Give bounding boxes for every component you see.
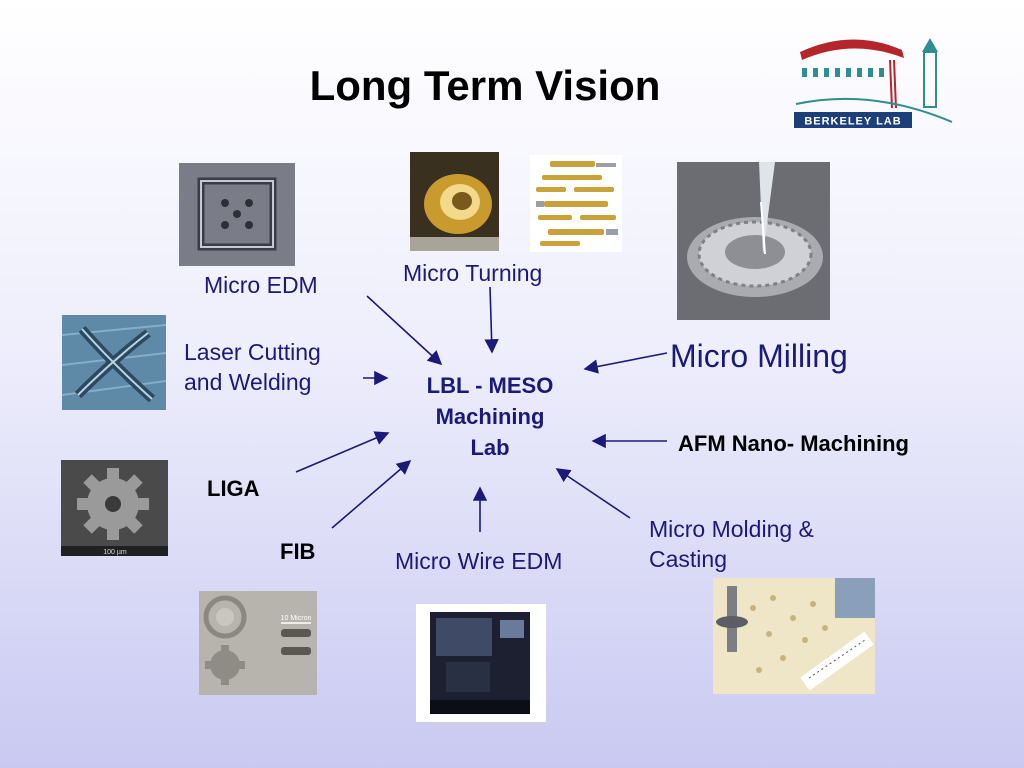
slide-title: Long Term Vision	[309, 62, 661, 109]
label-fib: FIB	[280, 539, 316, 564]
fib-scale-label: 10 Micron	[281, 615, 312, 622]
logo-text: BERKELEY LAB	[804, 116, 901, 128]
micro-molding-photo	[713, 578, 875, 694]
arrow-micro-edm	[366, 295, 443, 366]
micro-milling-photo	[677, 162, 830, 320]
arrow-fib	[331, 459, 412, 529]
arrow-micro-milling	[583, 352, 668, 374]
micro-turning-photo-2	[530, 155, 622, 252]
arrow-liga	[295, 431, 390, 473]
label-molding-line2: Casting	[649, 546, 727, 572]
center-hub-label: LBL - MESO Machining Lab	[405, 370, 575, 463]
label-molding-line1: Micro Molding &	[649, 516, 814, 542]
fib-photo: 10 Micron	[199, 591, 317, 695]
micro-edm-photo	[179, 163, 295, 266]
laser-cutting-photo	[62, 315, 166, 410]
center-line-2: Machining	[435, 404, 545, 429]
berkeley-lab-logo: BERKELEY LAB	[792, 30, 958, 130]
label-micro-milling: Micro Milling	[670, 338, 848, 374]
label-micro-wire-edm: Micro Wire EDM	[395, 548, 563, 574]
arrow-molding	[555, 468, 631, 519]
label-micro-turning: Micro Turning	[403, 260, 543, 286]
label-laser-line2: and Welding	[184, 369, 312, 395]
label-micro-edm: Micro EDM	[204, 272, 318, 298]
center-line-1: LBL - MESO	[426, 373, 554, 398]
liga-scale-label: 100 µm	[103, 549, 127, 556]
wire-edm-machine-photo	[416, 604, 546, 722]
arrow-micro-turning	[484, 286, 499, 354]
label-afm-nano-machining: AFM Nano- Machining	[678, 431, 909, 456]
liga-gear-photo: 100 µm	[61, 460, 168, 556]
label-liga: LIGA	[207, 476, 260, 501]
center-line-3: Lab	[470, 435, 510, 460]
label-laser-line1: Laser Cutting	[184, 339, 321, 365]
micro-turning-photo-1	[410, 152, 499, 251]
